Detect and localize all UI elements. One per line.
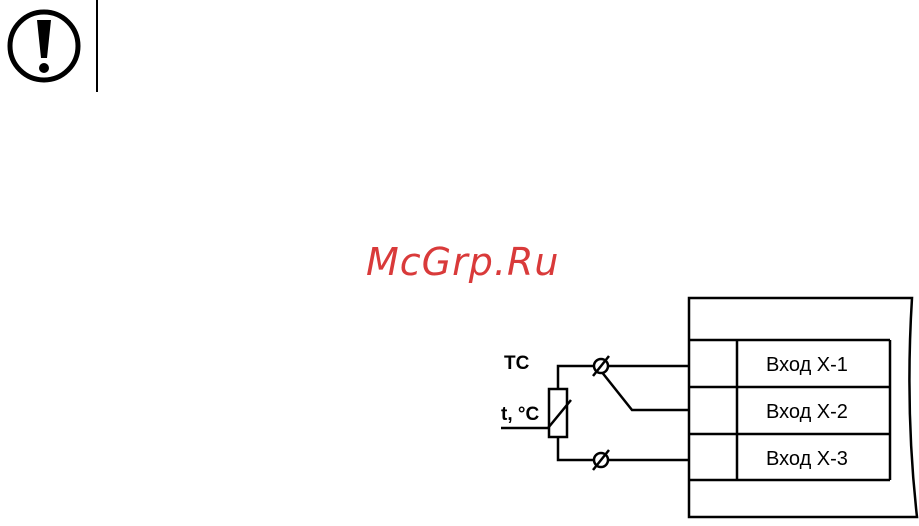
terminal-label-3: Вход Х-3 [766,448,848,470]
terminal-label-1: Вход Х-1 [766,354,848,376]
exclamation-circle-icon [10,12,78,80]
watermark: McGrp.Ru [366,240,559,284]
terminal-label-2: Вход Х-2 [766,401,848,423]
temperature-label: t, °C [501,404,539,425]
screw-terminal-3 [593,450,609,470]
sensor-label: ТС [504,353,530,374]
screw-terminal-1 [593,356,609,376]
wiring [558,366,689,460]
